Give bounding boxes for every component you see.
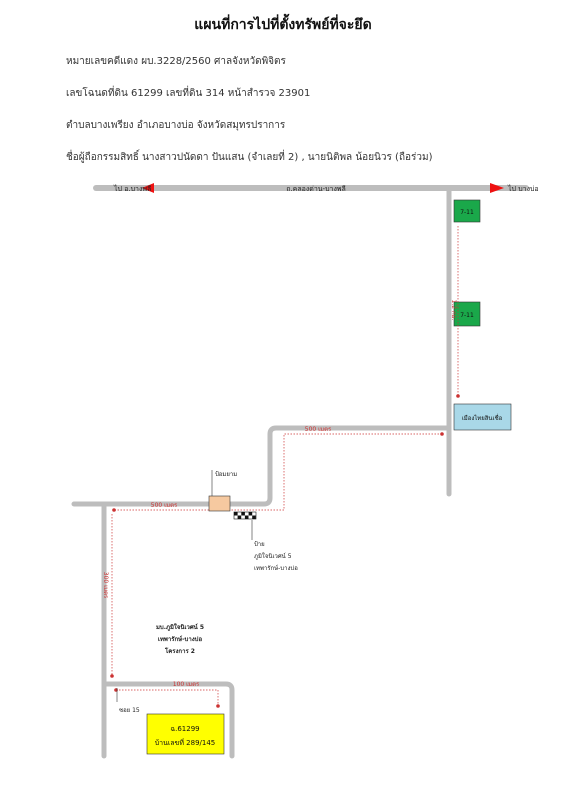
main-road-name: ถ.คลองด่าน-บางพลี	[286, 185, 346, 193]
seven-eleven-1-label: 7-11	[460, 209, 474, 216]
route-lines	[111, 226, 459, 706]
sign-label-3: เทพารักษ์-บางบ่อ	[254, 564, 298, 572]
right-arrow-icon	[490, 183, 504, 193]
sign-label-1: ป้าย	[254, 541, 265, 548]
distance-500m-lower: 500 เมตร	[151, 502, 178, 509]
route-segment-4	[116, 689, 219, 706]
owner-line: ชื่อผู้ถือกรรมสิทธิ์ นางสาวปนัดดา ปันแสน…	[66, 152, 433, 163]
project-sign-icon	[233, 511, 257, 520]
project-label-3: โครงการ 2	[164, 647, 195, 655]
property-deed-label: ฉ.61299	[170, 725, 199, 733]
sign-label-2: ภูมิใจนิเวศน์ 5	[254, 552, 292, 560]
property-address-label: บ้านเลขที่ 289/145	[155, 738, 216, 747]
project-label-1: มบ.ภูมิใจนิเวศน์ 5	[156, 623, 204, 632]
soi-15-road	[101, 681, 235, 759]
distance-1-2-km: 1.2 กม.	[450, 300, 457, 321]
seven-eleven-2-label: 7-11	[460, 312, 474, 319]
distance-300m: 300 เมตร	[102, 572, 109, 599]
roads	[71, 185, 529, 759]
store-label: เมืองไทยสินเชื่อ	[462, 414, 503, 422]
route-point	[456, 394, 460, 398]
police-box-label: ป้อมยาม	[215, 471, 237, 478]
route-point	[110, 674, 114, 678]
property-box	[146, 713, 225, 755]
route-segment-2	[114, 433, 442, 511]
distance-500m-upper: 500 เมตร	[305, 426, 332, 433]
soi-road	[71, 425, 452, 507]
route-point	[440, 432, 444, 436]
left-arrow-icon	[142, 183, 154, 193]
police-box	[208, 495, 231, 512]
location-line: ตำบลบางเพรียง อำเภอบางบ่อ จังหวัดสมุทรปร…	[66, 120, 286, 131]
route-point	[112, 508, 116, 512]
to-bang-bo-label: ไป บางบ่อ	[507, 184, 539, 193]
page-title: แผนที่การไปที่ตั้งทรัพย์ที่จะยึด	[194, 17, 372, 33]
mueang-thai-store	[453, 403, 512, 431]
deed-number-line: เลขโฉนดที่ดิน 61299 เลขที่ดิน 314 หน้าสำ…	[66, 88, 311, 99]
case-number-line: หมายเลขคดีแดง ผบ.3228/2560 ศาลจังหวัดพิจ…	[66, 56, 286, 67]
route-point	[216, 704, 220, 708]
project-label-2: เทพารักษ์-บางบ่อ	[158, 635, 203, 643]
seven-eleven-1	[453, 199, 481, 223]
to-bang-phli-label: ไป อ.บางพลี	[113, 184, 151, 193]
distance-100m: 100 เมตร	[173, 681, 200, 688]
route-points	[110, 394, 460, 708]
soi-15-label: ซอย 15	[119, 707, 140, 714]
